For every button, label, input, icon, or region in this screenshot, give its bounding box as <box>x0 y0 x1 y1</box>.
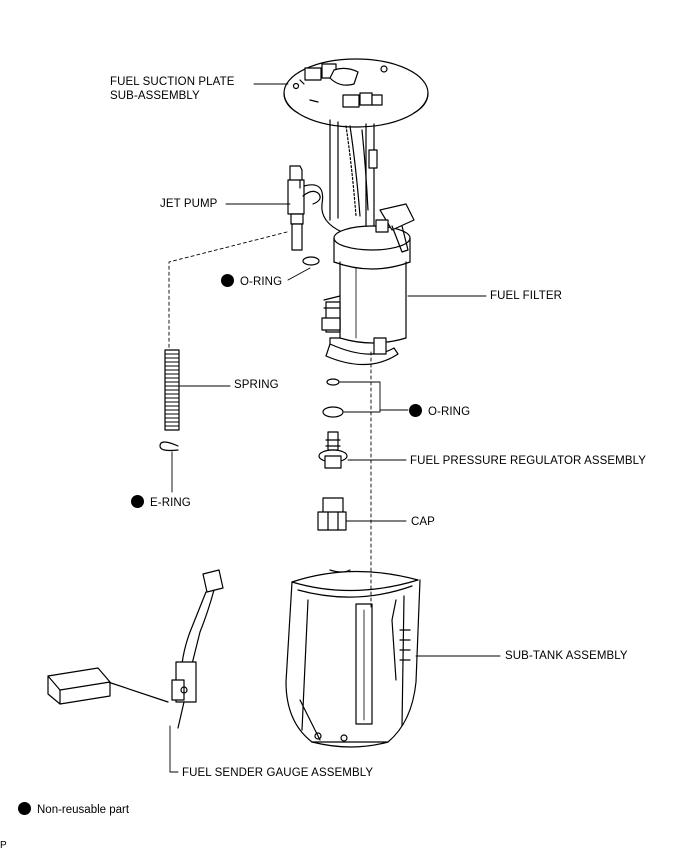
jet-pump <box>287 165 343 251</box>
o-ring-upper-part <box>302 256 320 266</box>
fuel-filter <box>321 203 415 366</box>
label-o-ring-upper: O-RING <box>221 274 282 289</box>
label-fuel-pressure-regulator: FUEL PRESSURE REGULATOR ASSEMBLY <box>410 455 647 467</box>
label-fuel-suction-plate: FUEL SUCTION PLATE SUB-ASSEMBLY <box>110 75 235 103</box>
corner-mark: P <box>0 840 7 851</box>
cap-part <box>317 497 347 531</box>
label-fuel-suction-plate-line1: FUEL SUCTION PLATE <box>110 76 235 88</box>
e-ring-part <box>159 441 179 452</box>
o-ring-small-part <box>326 378 340 386</box>
fuel-sender-gauge <box>47 569 224 729</box>
non-reusable-marker-icon <box>409 404 422 417</box>
fuel-suction-plate <box>283 58 429 235</box>
label-spring: SPRING <box>234 379 279 391</box>
label-cap: CAP <box>411 516 435 528</box>
o-ring-large-part <box>322 406 344 418</box>
non-reusable-marker-icon <box>221 274 234 287</box>
label-o-ring-lower: O-RING <box>409 404 470 419</box>
label-o-ring-lower-text: O-RING <box>428 406 471 418</box>
legend-text: Non-reusable part <box>37 804 130 816</box>
label-fuel-filter: FUEL FILTER <box>490 290 563 302</box>
non-reusable-marker-icon <box>131 495 144 508</box>
assembly-lines <box>168 231 372 611</box>
label-sub-tank: SUB-TANK ASSEMBLY <box>505 650 628 662</box>
label-e-ring: E-RING <box>131 495 191 510</box>
label-jet-pump: JET PUMP <box>160 198 218 210</box>
label-o-ring-upper-text: O-RING <box>240 276 283 288</box>
non-reusable-marker-icon <box>18 802 31 815</box>
label-fuel-suction-plate-line2: SUB-ASSEMBLY <box>110 90 200 102</box>
sub-tank <box>285 569 421 748</box>
leader-lines <box>169 83 501 773</box>
legend: Non-reusable part <box>18 802 129 816</box>
label-e-ring-text: E-RING <box>150 497 191 509</box>
spring <box>164 349 180 431</box>
fuel-pressure-regulator <box>318 431 348 469</box>
label-fuel-sender-gauge: FUEL SENDER GAUGE ASSEMBLY <box>182 767 374 779</box>
